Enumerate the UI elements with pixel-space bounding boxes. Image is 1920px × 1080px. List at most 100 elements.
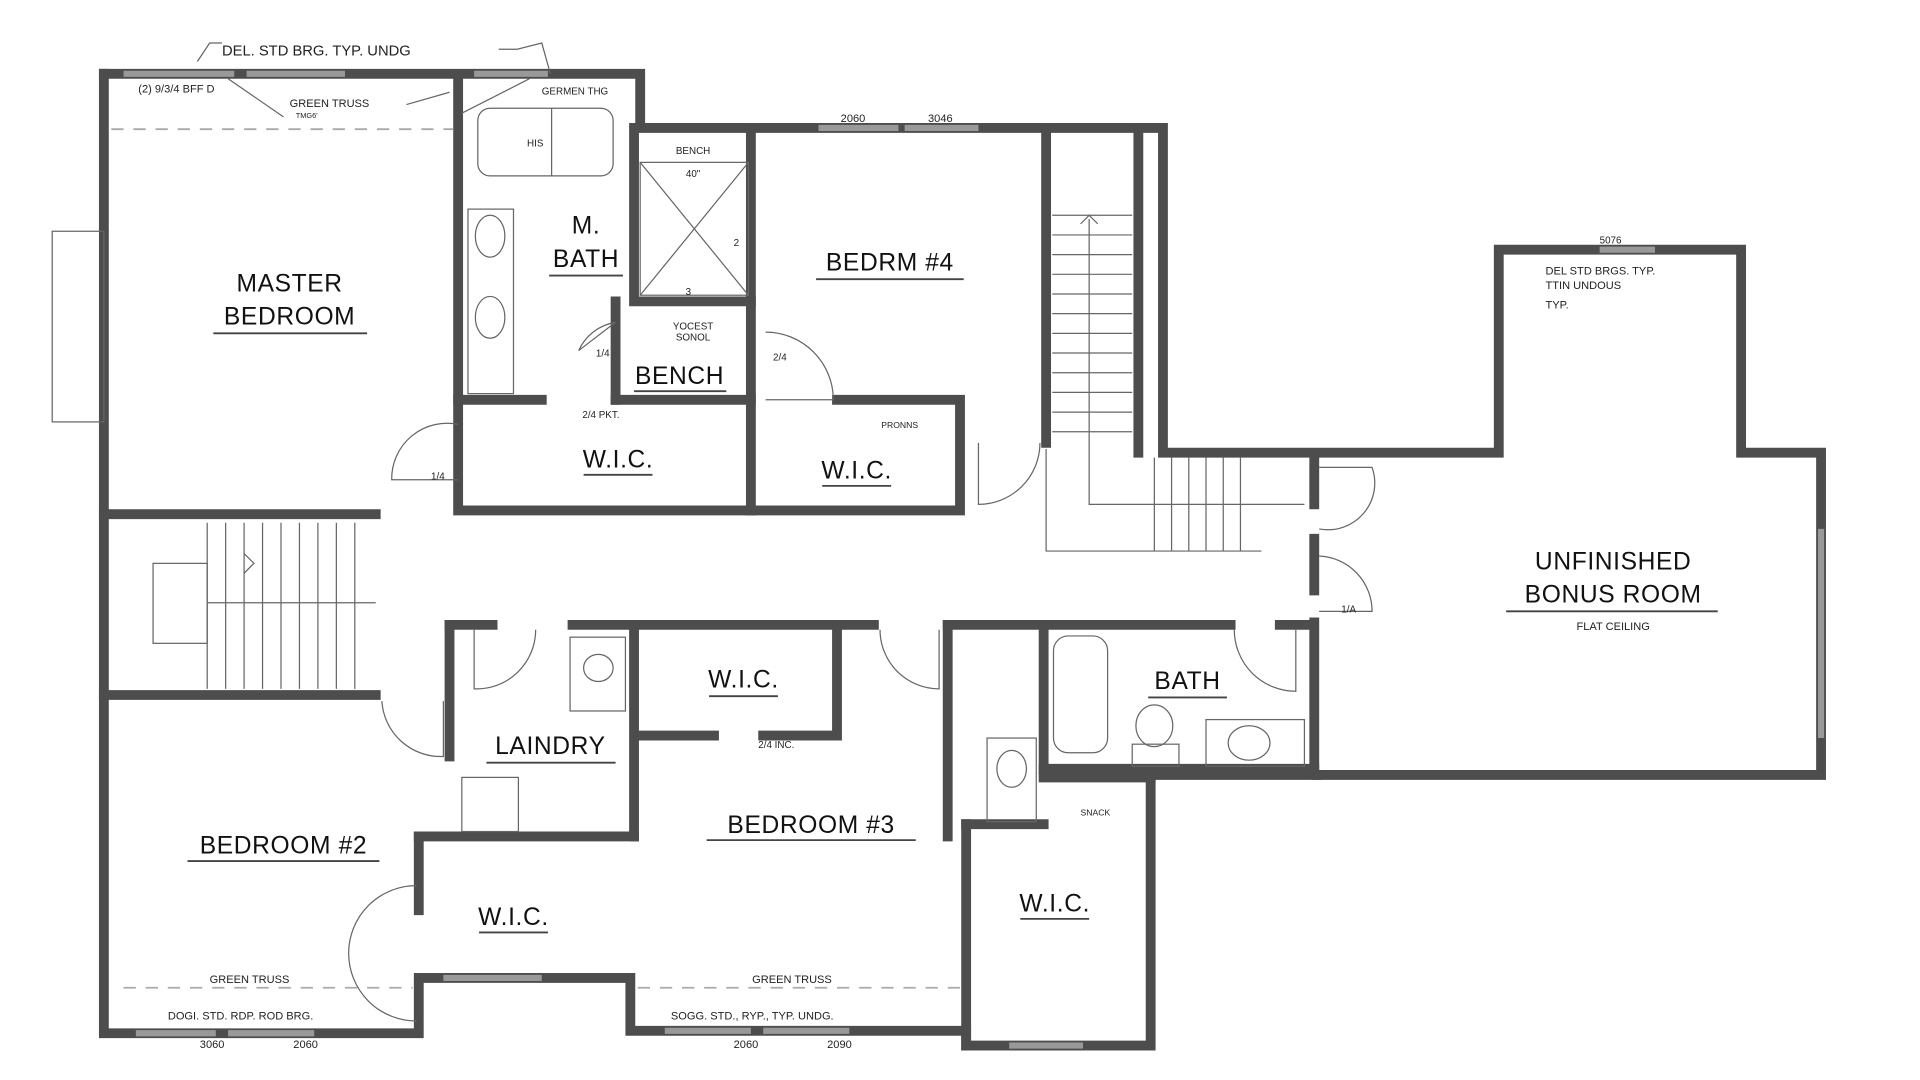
sink-icon (1227, 725, 1271, 761)
note-his: HIS (527, 138, 544, 149)
note-top-bearing: DEL. STD BRG. TYP. UNDG (222, 43, 411, 59)
note-door-size: 1/4 (431, 472, 445, 483)
note-yocest: YOCEST (673, 322, 713, 333)
room-label: BEDROOM #3 (727, 812, 894, 839)
window-size: 3060 (200, 1039, 225, 1051)
room-label: MASTER (237, 271, 343, 298)
balcony-window (51, 230, 105, 423)
room-bedroom-2: BEDROOM #2 (187, 833, 380, 862)
sink-icon (474, 295, 506, 339)
note-bench: BENCH (676, 146, 710, 157)
room-label: W.I.C. (821, 457, 892, 484)
room-label: BEDROOM #2 (200, 833, 367, 860)
toilet-icon (1135, 704, 1174, 748)
room-label: BEDROOM (224, 304, 355, 331)
note-yocest: SONOL (676, 333, 711, 344)
window-size: 3046 (928, 113, 953, 125)
vanity (986, 737, 1037, 823)
room-label: W.I.C. (708, 667, 779, 694)
note-bonus: TTIN UNDOUS (1546, 280, 1622, 292)
room-bath: BATH (1148, 668, 1227, 699)
laundry-sink (461, 776, 520, 833)
room-label: M. (572, 213, 601, 240)
room-label: UNFINISHED (1535, 549, 1691, 576)
window-sizes: 2060 3046 5076 3060 2060 2060 2090 (200, 113, 1622, 1051)
annotations: DEL. STD BRG. TYP. UNDG (2) 9/3/4 BFF D … (138, 43, 1655, 1022)
leader-line (196, 42, 551, 74)
note-shower-size: 40" (686, 169, 701, 180)
note-green-truss: GREEN TRUSS (210, 974, 290, 986)
wall (453, 75, 965, 516)
window-size: 2060 (734, 1039, 759, 1051)
note-green-truss: GREEN TRUSS (752, 974, 832, 986)
room-master-bath: M. BATH (549, 213, 623, 277)
window-size: 2090 (827, 1039, 852, 1051)
note-german-thg: GERMEN THG (542, 87, 608, 98)
room-master-bedroom: MASTER BEDROOM (213, 271, 368, 335)
room-wic-bed4: W.I.C. (821, 457, 892, 487)
room-bench: BENCH (634, 363, 727, 393)
note-inc: 2/4 INC. (758, 740, 794, 751)
room-label: BATH (553, 246, 619, 273)
note-door-size: 1/A (1341, 605, 1356, 616)
stair-outline (1045, 448, 1262, 552)
room-wic-bed2: W.I.C. (478, 904, 549, 934)
note-shower-side: 2 (734, 238, 739, 249)
washer (569, 636, 627, 712)
door-swing (381, 701, 444, 758)
room-bedroom-3: BEDROOM #3 (706, 812, 916, 842)
window-size: 2060 (293, 1039, 318, 1051)
note-window-master: (2) 9/3/4 BFF D (138, 83, 214, 95)
window-size: 5076 (1600, 236, 1622, 247)
note-bearing: SOGG. STD., RYP., TYP. UNDG. (671, 1011, 834, 1023)
room-label: BENCH (635, 363, 724, 390)
door-swing (765, 331, 834, 401)
door-swing (977, 442, 1041, 505)
shower (639, 161, 750, 296)
fixtures (111, 42, 1376, 1022)
leader-line (227, 78, 530, 118)
window-size: 2060 (841, 113, 866, 125)
note-truss-sub: TMG6' (296, 111, 318, 120)
note-bonus: TYP. (1546, 300, 1569, 312)
bathtub (1052, 635, 1109, 754)
note-pocket-door: 2/4 PKT. (582, 410, 619, 421)
wall (98, 68, 1826, 780)
note-green-truss: GREEN TRUSS (290, 98, 370, 110)
door-swing (473, 629, 537, 690)
room-label: LAINDRY (495, 733, 605, 760)
note-bonus: DEL STD BRGS. TYP. (1546, 265, 1656, 277)
door-swing (1319, 555, 1373, 612)
door-swing (348, 885, 417, 1022)
vanity (1205, 718, 1306, 767)
room-label: BEDRM #4 (826, 250, 954, 277)
note-bearing: DOGI. STD. RDP. ROD BRG. (168, 1011, 313, 1023)
note-door-size: 1/4 (596, 349, 610, 360)
washer-drum (582, 653, 614, 683)
wall (629, 123, 756, 307)
door-swing (578, 321, 616, 352)
room-bonus: UNFINISHED BONUS ROOM FLAT CEILING (1506, 549, 1718, 633)
room-wic-master: W.I.C. (583, 446, 654, 476)
sink-icon (996, 749, 1028, 788)
stair-landing (152, 562, 208, 644)
room-label: W.I.C. (478, 904, 549, 931)
door-swing (879, 629, 940, 690)
stair-arrow-icon (243, 553, 255, 574)
door-swing (391, 422, 459, 481)
note-door-size: 2/4 (773, 352, 787, 363)
door-swing (1319, 466, 1376, 531)
vanity (467, 208, 515, 395)
room-label: W.I.C. (583, 446, 654, 473)
room-wic-right: W.I.C. (1019, 890, 1089, 920)
room-laundry: LAINDRY (486, 733, 616, 764)
stair-arrow-icon (1080, 214, 1099, 225)
note-pronns: PRONNS (881, 420, 918, 430)
note-shower-bottom: 3 (686, 287, 692, 298)
shower-drain-lines (639, 161, 749, 296)
bathtub (477, 107, 614, 177)
stair-arrow-line (1088, 218, 1305, 505)
note-snack: SNACK (1081, 808, 1111, 818)
wall (758, 619, 842, 741)
